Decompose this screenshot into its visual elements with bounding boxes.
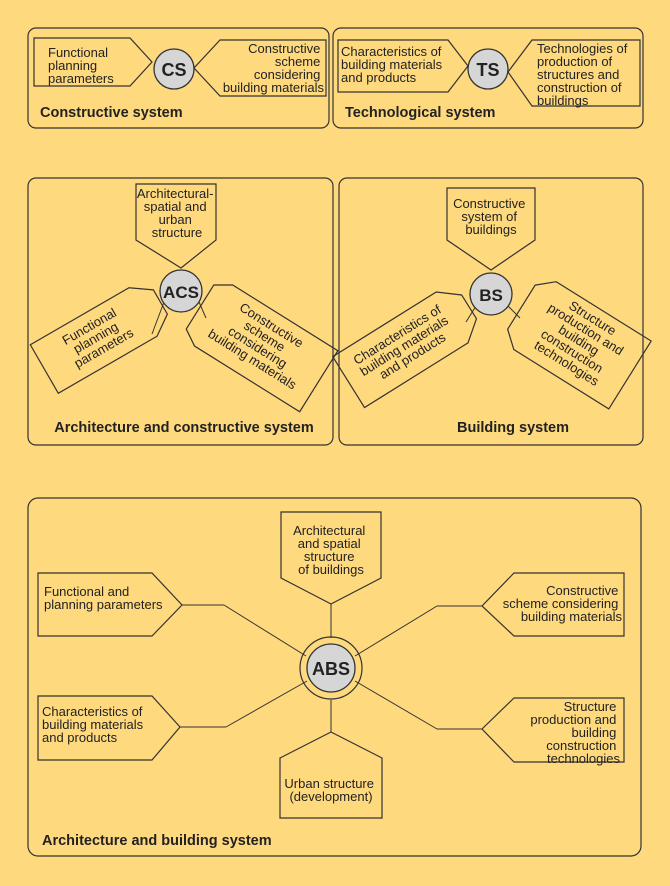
bs-node bbox=[469, 272, 513, 316]
functional-planning-label: Functional planning parameters bbox=[48, 45, 114, 86]
panel-frame bbox=[338, 177, 644, 446]
constructive-scheme-box bbox=[193, 39, 327, 97]
connector bbox=[354, 680, 438, 730]
panel-frame bbox=[27, 27, 330, 129]
functional-planning-label: Functional and planning parameters bbox=[44, 584, 163, 612]
panel-constructive-system: CS Functional planning parameters Constr… bbox=[27, 27, 330, 129]
architectural-spatial-label: Architectural- spatial and urban structu… bbox=[137, 186, 217, 240]
architectural-spatial-box bbox=[135, 183, 217, 269]
connector bbox=[198, 301, 207, 319]
panel-architecture-constructive-system: Architectural- spatial and urban structu… bbox=[27, 177, 339, 446]
functional-planning-box bbox=[33, 37, 153, 87]
ts-node-label: TS bbox=[476, 60, 499, 80]
connector bbox=[465, 305, 477, 323]
constructive-scheme-box bbox=[481, 572, 625, 637]
connector bbox=[507, 305, 521, 319]
materials-products-box bbox=[337, 39, 469, 93]
panel-frame bbox=[27, 497, 642, 857]
connector bbox=[225, 680, 308, 728]
constructive-scheme-label: Constructive scheme considering building… bbox=[205, 293, 320, 393]
abs-node-label: ABS bbox=[312, 659, 350, 679]
production-technologies-label: Technologies of production of structures… bbox=[537, 41, 631, 108]
materials-products-label: Characteristics of building materials an… bbox=[350, 300, 461, 390]
materials-products-box bbox=[37, 695, 181, 761]
structure-production-label: Structure production and building constr… bbox=[525, 289, 637, 393]
panel-frame bbox=[332, 27, 644, 129]
acs-node bbox=[159, 269, 203, 313]
architectural-spatial-box bbox=[280, 511, 382, 605]
constructive-scheme-box bbox=[185, 284, 339, 413]
urban-structure-label: Urban structure (development) bbox=[284, 776, 377, 804]
materials-products-label: Characteristics of building materials an… bbox=[42, 704, 147, 745]
panel-architecture-building-system: Architectural and spatial structure of b… bbox=[27, 497, 642, 857]
constructive-system-box bbox=[446, 187, 536, 271]
constructive-scheme-label: Constructive scheme considering building… bbox=[223, 41, 325, 95]
structure-production-group: Structure production and building constr… bbox=[506, 281, 652, 410]
functional-planning-label: Functional planning parameters bbox=[59, 302, 137, 371]
connector bbox=[223, 604, 307, 657]
production-technologies-box bbox=[507, 39, 641, 107]
constructive-system-label: Constructive system of buildings bbox=[453, 196, 529, 237]
structure-production-box bbox=[506, 281, 652, 410]
abs-node bbox=[306, 643, 356, 693]
materials-products-group: Characteristics of building materials an… bbox=[331, 291, 478, 409]
panel-title: Architecture and constructive system bbox=[54, 420, 313, 436]
connector bbox=[151, 301, 165, 335]
abs-node-ring bbox=[299, 636, 363, 700]
functional-planning-group: Functional planning parameters bbox=[29, 287, 169, 395]
materials-products-box bbox=[331, 291, 478, 409]
structure-production-label: Structure production and building constr… bbox=[530, 699, 620, 766]
constructive-scheme-label: Constructive scheme considering building… bbox=[503, 583, 623, 624]
ts-node bbox=[467, 48, 509, 90]
urban-structure-box bbox=[279, 731, 383, 819]
panel-title: Technological system bbox=[345, 105, 495, 121]
panel-title: Architecture and building system bbox=[42, 833, 272, 849]
connector bbox=[354, 605, 438, 657]
acs-node-label: ACS bbox=[163, 283, 199, 302]
cs-node bbox=[153, 48, 195, 90]
functional-planning-box bbox=[37, 572, 183, 637]
constructive-scheme-group: Constructive scheme considering building… bbox=[185, 284, 339, 413]
functional-planning-box bbox=[29, 287, 169, 395]
structure-production-box bbox=[481, 697, 625, 763]
panel-frame bbox=[27, 177, 334, 446]
panel-title: Building system bbox=[457, 420, 569, 436]
bs-node-label: BS bbox=[479, 286, 503, 305]
architectural-spatial-label: Architectural and spatial structure of b… bbox=[293, 523, 369, 577]
materials-products-label: Characteristics of building materials an… bbox=[341, 44, 446, 85]
panel-technological-system: TS Characteristics of building materials… bbox=[332, 27, 644, 129]
panel-title: Constructive system bbox=[40, 105, 183, 121]
panel-building-system: Constructive system of buildings Charact… bbox=[331, 177, 652, 446]
cs-node-label: CS bbox=[161, 60, 186, 80]
